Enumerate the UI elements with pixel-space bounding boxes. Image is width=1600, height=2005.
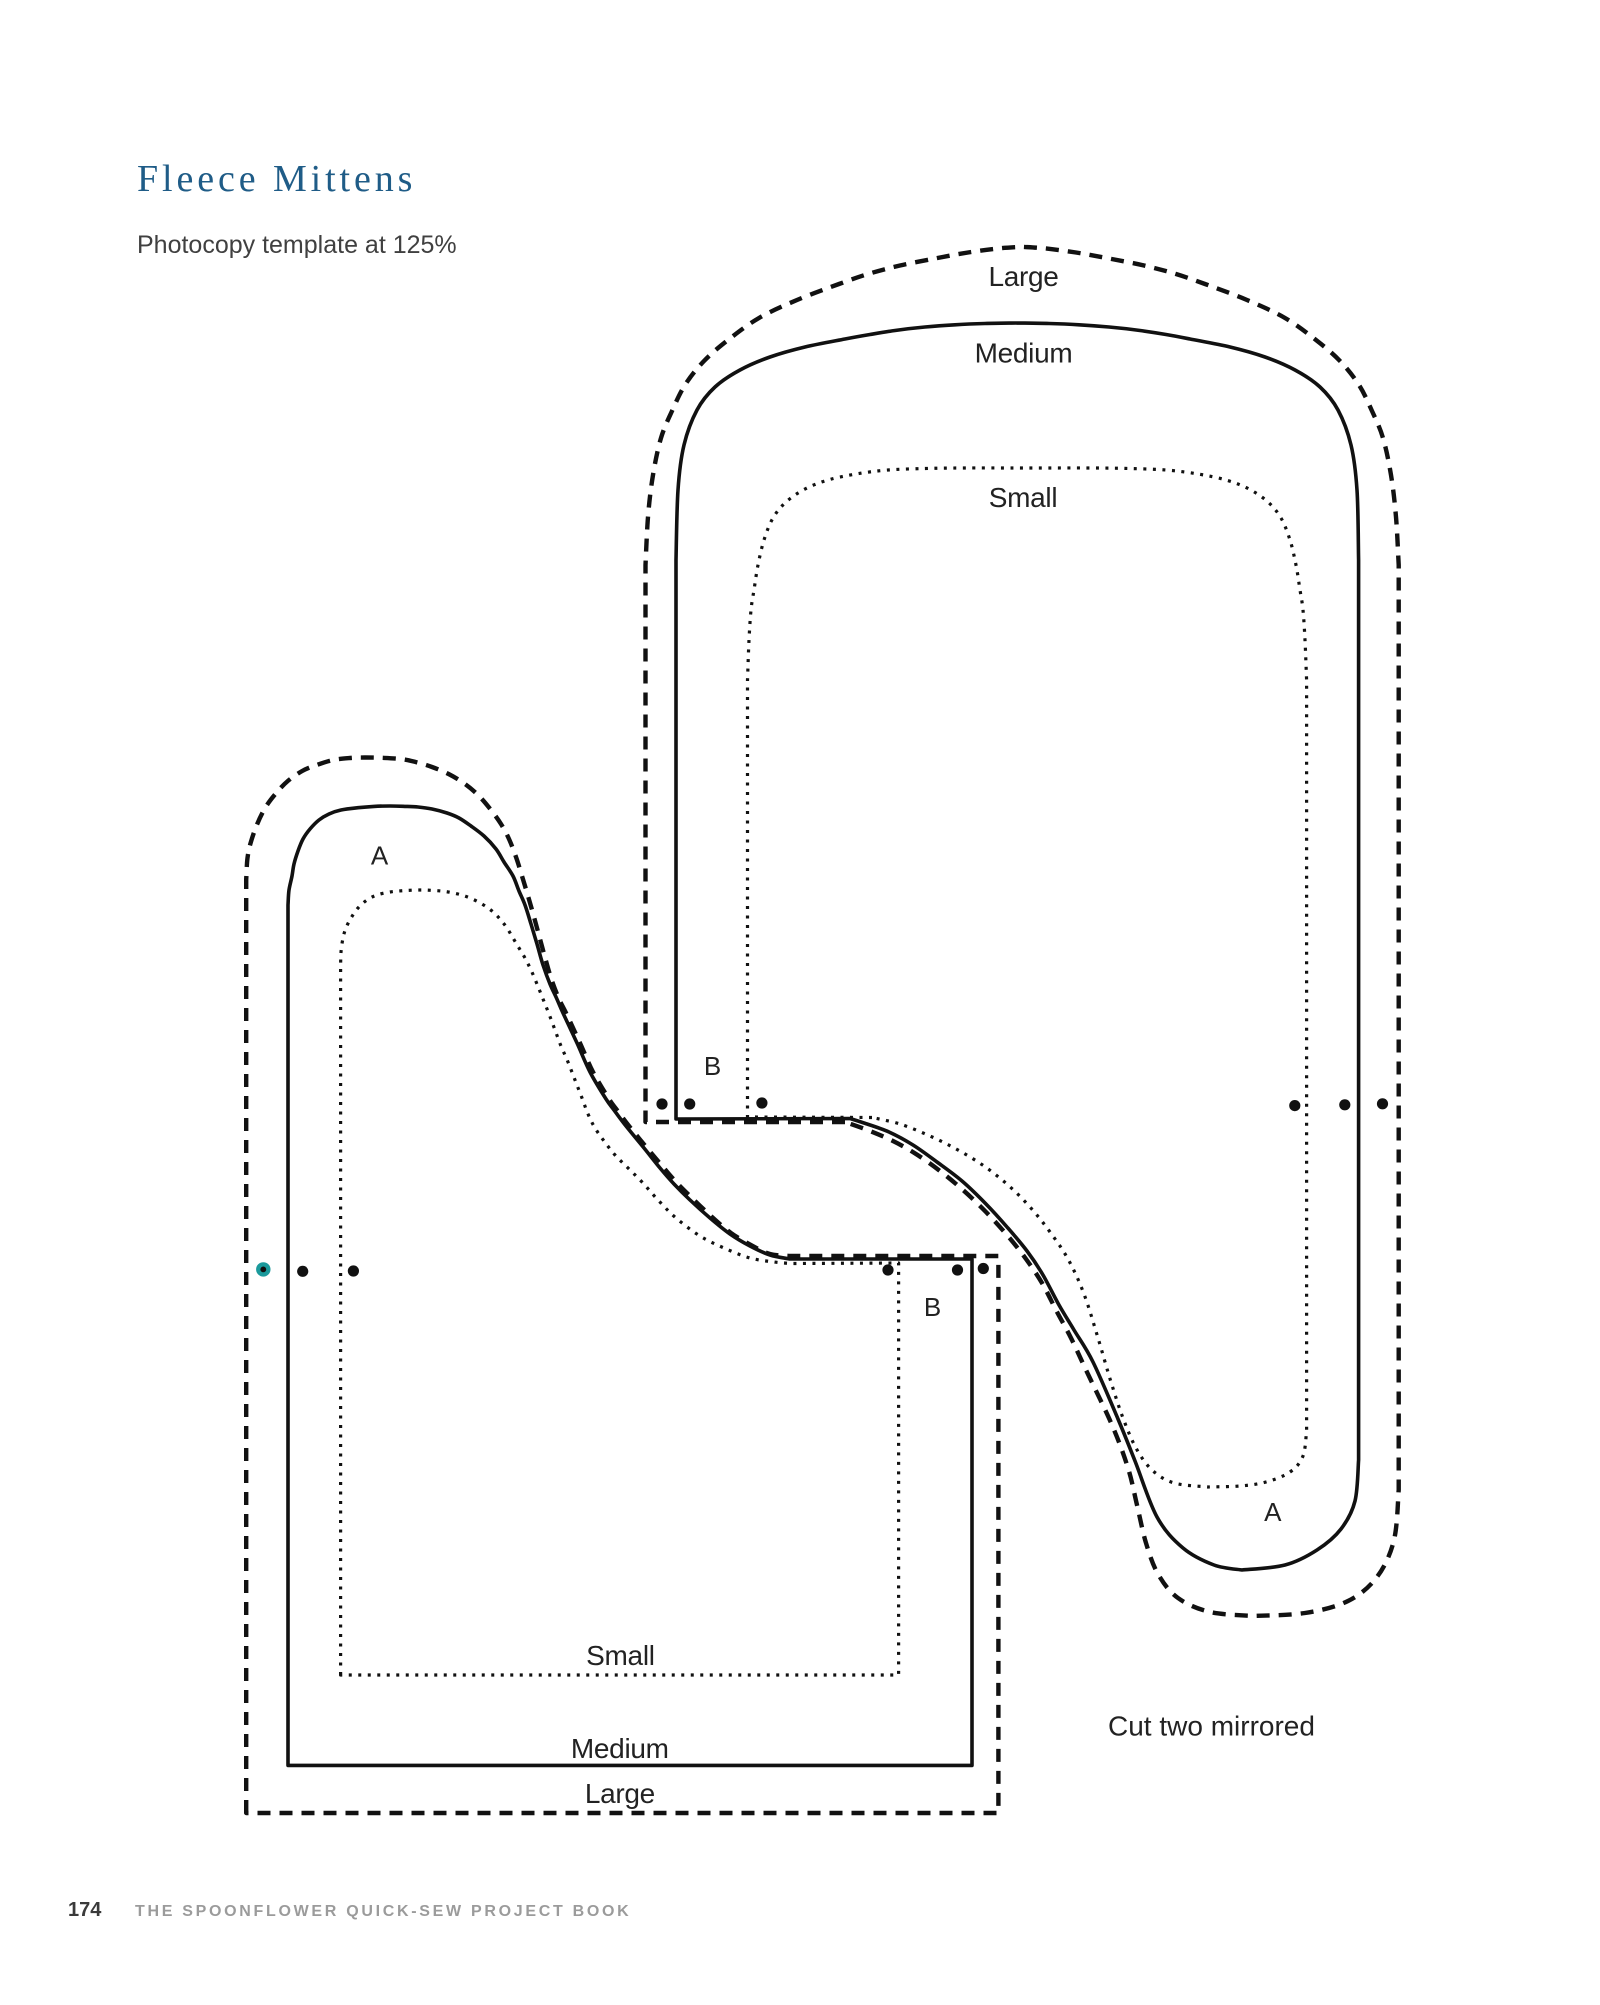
svg-text:A: A bbox=[1264, 1497, 1282, 1527]
svg-text:Medium: Medium bbox=[571, 1733, 669, 1764]
svg-text:Medium: Medium bbox=[975, 338, 1073, 369]
svg-text:Large: Large bbox=[988, 261, 1058, 292]
svg-text:B: B bbox=[924, 1292, 941, 1322]
svg-text:THE SPOONFLOWER QUICK-SEW PROJ: THE SPOONFLOWER QUICK-SEW PROJECT BOOK bbox=[135, 1903, 631, 1920]
svg-text:174: 174 bbox=[68, 1899, 102, 1921]
svg-text:B: B bbox=[704, 1051, 721, 1081]
svg-text:Large: Large bbox=[585, 1778, 655, 1809]
svg-text:Small: Small bbox=[989, 482, 1058, 513]
svg-text:A: A bbox=[371, 841, 389, 871]
svg-text:Fleece Mittens: Fleece Mittens bbox=[137, 158, 416, 200]
svg-text:Photocopy template at 125%: Photocopy template at 125% bbox=[137, 231, 457, 259]
svg-text:Small: Small bbox=[586, 1640, 655, 1671]
svg-text:Cut two mirrored: Cut two mirrored bbox=[1108, 1711, 1315, 1742]
